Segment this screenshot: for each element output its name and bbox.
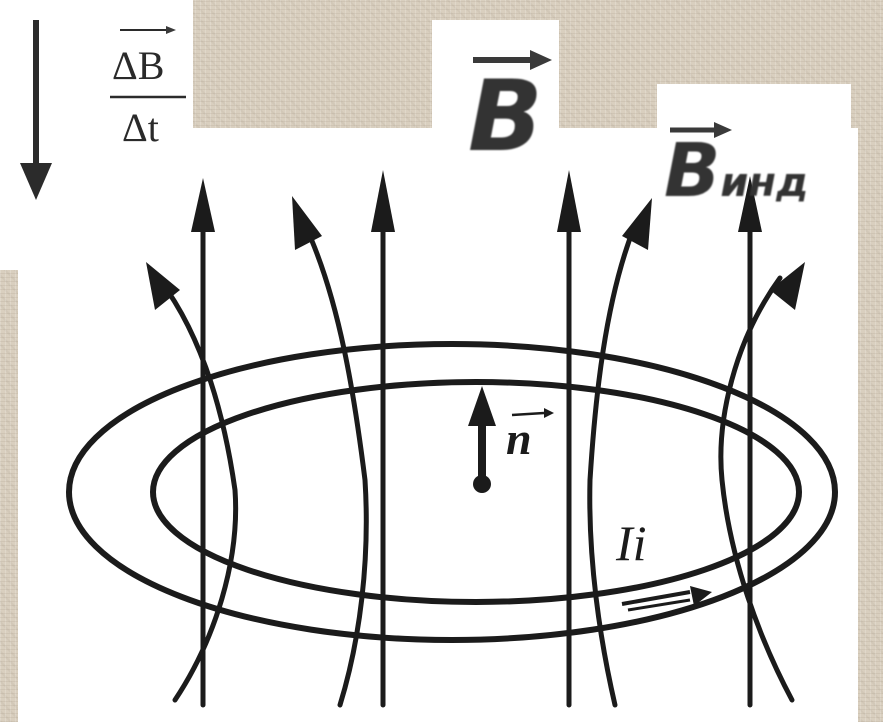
loop-outer-edge	[66, 341, 838, 643]
field-line	[718, 275, 795, 703]
current-arrow	[621, 586, 712, 612]
arrowhead	[146, 262, 180, 310]
normal-vector	[468, 386, 554, 493]
rate-arrow	[20, 20, 52, 200]
arrowhead	[557, 170, 581, 232]
arrowhead	[191, 178, 215, 232]
induced-field-subscript: инд	[720, 160, 809, 206]
rate-numerator: ΔB	[112, 43, 165, 88]
arrowhead	[371, 170, 395, 232]
induced-field-main: B	[664, 128, 721, 214]
arrowhead	[738, 176, 762, 232]
loop-inner-edge	[150, 379, 802, 605]
field-lines	[157, 207, 795, 708]
current-label: Ii	[616, 515, 647, 571]
field-arrowheads	[146, 170, 805, 310]
field-line	[587, 222, 638, 708]
arrowhead	[292, 196, 322, 250]
normal-label: n	[506, 413, 532, 464]
field-label-panel	[432, 20, 559, 180]
induced-field-label: Bинд	[664, 134, 808, 208]
field-label: B	[468, 60, 543, 174]
arrowhead	[770, 262, 805, 310]
field-line	[157, 277, 239, 703]
vector-arrows	[120, 26, 732, 138]
conducting-loop	[66, 341, 838, 643]
rate-denominator: Δt	[122, 105, 159, 150]
arrowhead	[622, 198, 652, 250]
